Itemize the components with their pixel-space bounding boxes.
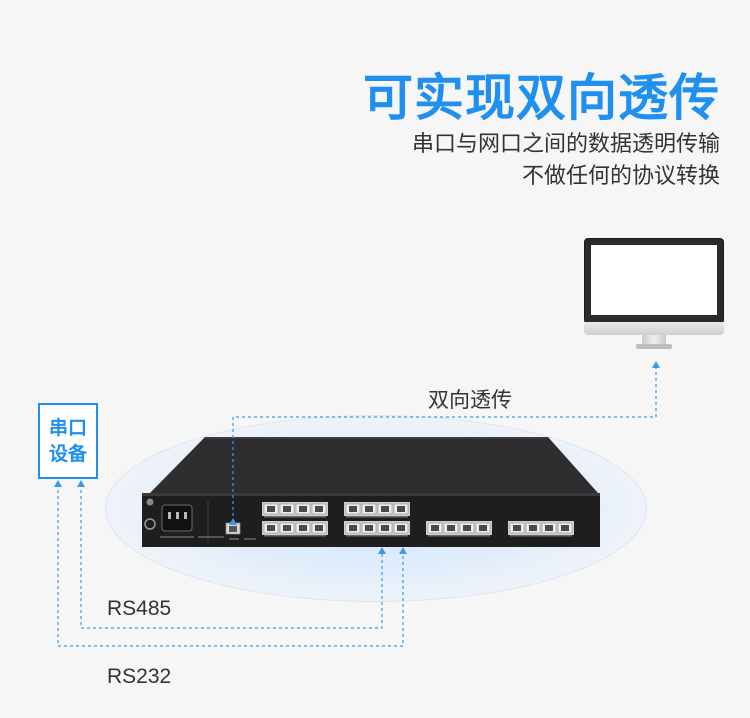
device-front-bevel: [142, 493, 600, 496]
port-caption-mark: [264, 535, 326, 537]
connection-arrows: [54, 361, 660, 554]
rj45-port-hole: [315, 506, 323, 512]
rj45-port-hole: [283, 506, 291, 512]
arrow-up-port-rs232: [399, 547, 407, 554]
port-block: [508, 521, 574, 535]
rj45-port-hole: [267, 506, 275, 512]
rj45-port-hole: [447, 525, 455, 531]
subtitle-line-1: 串口与网口之间的数据透明传输: [411, 132, 720, 157]
rj45-port-hole: [299, 525, 307, 531]
monitor-chin: [584, 322, 724, 335]
port-caption-mark: [428, 535, 490, 537]
connection-lines: [57, 366, 657, 647]
rj45-port-hole: [561, 525, 569, 531]
bidirectional-label: 双向透传: [428, 389, 512, 412]
rj45-port-hole: [381, 506, 389, 512]
power-switch-icon: [144, 518, 156, 530]
ground-screw-icon: [146, 498, 154, 506]
port-block: [344, 502, 410, 516]
bidirectional-link: [232, 366, 657, 522]
port-block: [426, 521, 492, 535]
port-caption-mark: [346, 535, 408, 537]
device-front-panel: [142, 493, 600, 547]
port-block: [344, 521, 410, 535]
arrow-up-monitor: [652, 361, 660, 368]
rj45-port-hole: [463, 525, 471, 531]
rj45-port-hole: [397, 506, 405, 512]
rj45-port-hole: [431, 525, 439, 531]
rj45-port-hole: [513, 525, 521, 531]
rj45-port-hole: [365, 525, 373, 531]
rj45-port-hole: [529, 525, 537, 531]
computer-monitor-icon: [584, 238, 724, 356]
rs232-link: [57, 484, 404, 647]
arrow-up-port-rs485: [378, 547, 386, 554]
serial-device-label-line-2: 设备: [48, 443, 87, 465]
page-title: 可实现双向透传: [363, 69, 720, 127]
rj45-port-hole: [365, 506, 373, 512]
monitor-screen: [591, 245, 717, 315]
serial-server-device: [142, 437, 600, 547]
rj45-port-hole: [315, 525, 323, 531]
port-caption-mark: [264, 516, 326, 518]
rj45-port-hole: [479, 525, 487, 531]
rj45-port-hole: [283, 525, 291, 531]
rj45-port-hole: [299, 506, 307, 512]
monitor-frame: [584, 238, 724, 324]
rs485-link: [80, 484, 383, 629]
device-top-panel: [150, 437, 598, 493]
serial-device-label-line-1: 串口: [48, 417, 87, 439]
serial-device-box: 串口 设备: [38, 403, 98, 479]
port-caption-mark: [510, 535, 572, 537]
rj45-port-hole: [349, 506, 357, 512]
serial-port-groups: [262, 502, 574, 537]
rj45-port-hole: [397, 525, 405, 531]
rs232-label: RS232: [107, 665, 172, 688]
rs485-label: RS485: [107, 597, 172, 620]
rj45-port-hole: [267, 525, 275, 531]
rj45-port-hole: [545, 525, 553, 531]
arrow-up-device-rs485: [77, 480, 85, 487]
port-block: [262, 502, 328, 516]
arrow-up-device-rs232: [54, 480, 62, 487]
monitor-stand-base: [636, 344, 672, 349]
subtitle-line-2: 不做任何的协议转换: [521, 164, 720, 189]
port-caption-mark: [346, 516, 408, 518]
rj45-port-hole: [349, 525, 357, 531]
port-block: [262, 521, 328, 535]
rj45-port-hole: [381, 525, 389, 531]
monitor-stand-neck: [642, 335, 666, 345]
arrow-up-eth: [229, 518, 237, 525]
